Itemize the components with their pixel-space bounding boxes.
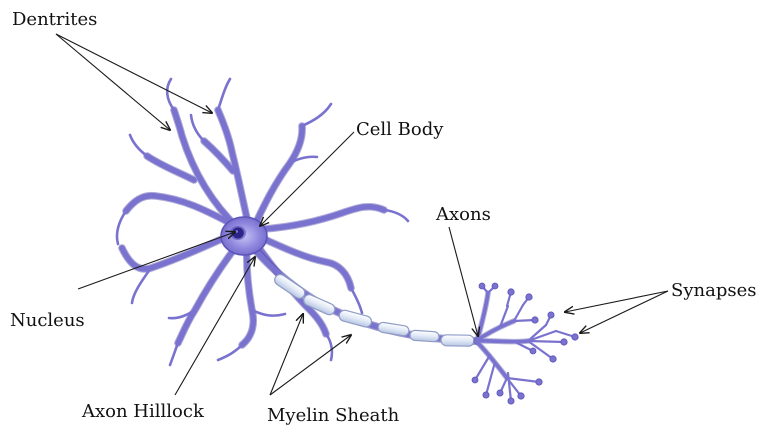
cell-body <box>221 217 267 255</box>
myelin-sheath <box>273 272 475 346</box>
axons-label: Axons <box>435 204 491 225</box>
leader-lines <box>56 34 668 395</box>
nucleus-label: Nucleus <box>10 310 85 331</box>
synapses-label: Synapses <box>671 280 756 301</box>
cell-body-label: Cell Body <box>356 119 444 140</box>
myelin-sheath-label: Myelin Sheath <box>267 405 400 426</box>
axon-hillock-label: Axon Hilllock <box>81 401 205 422</box>
nucleus <box>232 228 244 239</box>
dentrites-label: Dentrites <box>12 9 97 30</box>
axon-terminal <box>472 283 578 404</box>
